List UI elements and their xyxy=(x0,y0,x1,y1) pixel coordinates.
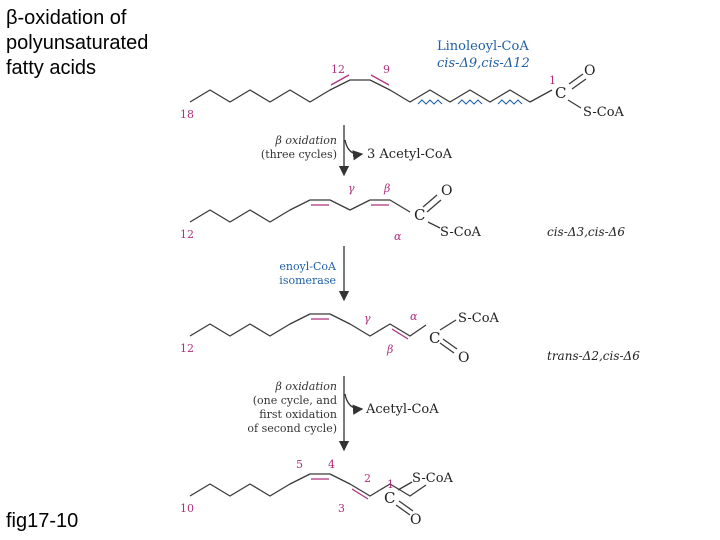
mol3-s-coa: S-CoA xyxy=(458,311,500,326)
mol1-carbon-12: 12 xyxy=(331,63,345,76)
step1-branch-arrow xyxy=(344,139,364,161)
mol3-beta: β xyxy=(386,343,393,356)
mol3-chain xyxy=(189,313,427,337)
mol4-oxygen: O xyxy=(410,512,421,528)
molecule-trans-d2-cis-d6: 12 γ α β C O S-CoA trans-Δ2,cis-Δ6 xyxy=(180,310,640,366)
mol2-oxygen: O xyxy=(441,183,452,199)
mol1-carbon-symbol: C xyxy=(555,84,566,102)
isomerase-label-line1: enoyl-CoA xyxy=(279,260,337,273)
step-enoyl-coa-isomerase: enoyl-CoA isomerase xyxy=(279,246,350,302)
step2-label-line3: first oxidation xyxy=(259,408,337,421)
mol3-carbonyl-bond-b xyxy=(442,338,458,350)
step2-branch-arrow xyxy=(344,393,364,415)
slide-title: β-oxidation of polyunsaturated fatty aci… xyxy=(6,6,196,81)
step2-label-line4: of second cycle) xyxy=(247,422,337,435)
mol1-carbon-18: 18 xyxy=(180,108,194,121)
step2-label-line1: β oxidation xyxy=(275,380,337,393)
mol3-carbon-symbol: C xyxy=(429,329,440,347)
mol2-alpha: α xyxy=(394,230,402,243)
mol2-gamma: γ xyxy=(348,182,355,195)
mol2-s-coa: S-CoA xyxy=(440,225,482,240)
mol3-carbonyl-bond-a xyxy=(439,342,455,354)
mol2-carbon-12: 12 xyxy=(180,228,194,241)
mol4-double-bond-trans2 xyxy=(351,488,369,500)
mol1-name: Linoleoyl-CoA xyxy=(437,39,529,54)
mol3-double-bond-trans2 xyxy=(391,328,409,340)
mol1-double-bond-12 xyxy=(330,74,350,86)
mol4-thioester-bond xyxy=(397,481,413,491)
mol3-config: trans-Δ2,cis-Δ6 xyxy=(547,349,640,363)
mol1-chain xyxy=(189,79,553,103)
mol4-carbonyl-bond-a xyxy=(395,504,411,516)
mol4-carbon-10: 10 xyxy=(180,502,194,515)
mol3-gamma: γ xyxy=(364,312,371,325)
isomerase-label-line2: isomerase xyxy=(279,274,336,287)
mol1-config: cis-Δ9,cis-Δ12 xyxy=(437,56,530,71)
mol1-s-coa: S-CoA xyxy=(583,105,625,120)
mol2-carbonyl-bond-b xyxy=(426,199,442,213)
mol3-alpha: α xyxy=(410,310,418,323)
step2-product: Acetyl-CoA xyxy=(365,402,439,417)
mol3-thioester-bond xyxy=(439,319,457,331)
mol1-cleavage-mark-2 xyxy=(457,99,483,105)
mol2-carbonyl-bond-a xyxy=(422,194,438,208)
mol3-oxygen: O xyxy=(458,350,469,366)
mol2-beta: β xyxy=(383,182,390,195)
mol4-carbon-1: 1 xyxy=(387,478,394,491)
mol3-carbon-12: 12 xyxy=(180,342,194,355)
molecule-final-product: 10 5 4 3 2 1 C O S-CoA xyxy=(180,458,454,528)
figure-label: fig17-10 xyxy=(6,510,79,532)
mol4-carbon-4: 4 xyxy=(328,458,335,471)
mol4-carbon-symbol: C xyxy=(384,489,395,507)
mol2-thioester-bond xyxy=(427,221,441,229)
step-beta-oxidation-one-cycle: β oxidation (one cycle, and first oxidat… xyxy=(247,376,439,452)
title-line-2: polyunsaturated xyxy=(6,32,149,54)
title-line-1: β-oxidation of xyxy=(6,7,127,29)
mol4-s-coa: S-CoA xyxy=(412,471,454,486)
mol1-carbonyl-bond-b xyxy=(571,78,587,90)
step1-label-line1: β oxidation xyxy=(275,134,337,147)
mol4-carbonyl-bond-b xyxy=(398,500,414,512)
mol1-oxygen: O xyxy=(584,63,595,79)
mol1-thioester-bond xyxy=(567,99,582,109)
mol1-carbon-1: 1 xyxy=(549,74,556,87)
mol1-double-bond-9 xyxy=(370,74,390,86)
mol1-cleavage-mark-1 xyxy=(417,99,443,105)
molecule-cis-d3-cis-d6: 12 γ β α C O S-CoA cis-Δ3,cis-Δ6 xyxy=(180,182,625,243)
title-line-3: fatty acids xyxy=(6,57,97,79)
mol4-carbon-3: 3 xyxy=(338,502,345,515)
step-beta-oxidation-three-cycles: β oxidation (three cycles) 3 Acetyl-CoA xyxy=(261,125,453,177)
mol2-config: cis-Δ3,cis-Δ6 xyxy=(547,225,625,239)
step1-label-line2: (three cycles) xyxy=(261,148,337,161)
mol1-carbon-9: 9 xyxy=(383,63,390,76)
mol4-carbon-2: 2 xyxy=(364,472,371,485)
mol2-carbon-symbol: C xyxy=(414,206,425,224)
mol1-cleavage-mark-3 xyxy=(497,99,523,105)
mol4-chain xyxy=(189,473,427,497)
mol1-carbonyl-bond-a xyxy=(568,73,584,85)
mol2-chain xyxy=(189,199,411,223)
step2-label-line2: (one cycle, and xyxy=(253,394,337,407)
molecule-linoleoyl-coa: Linoleoyl-CoA cis-Δ9,cis-Δ12 18 12 9 1 C… xyxy=(180,39,625,121)
mol4-carbon-5: 5 xyxy=(296,458,303,471)
step1-product: 3 Acetyl-CoA xyxy=(367,147,453,162)
